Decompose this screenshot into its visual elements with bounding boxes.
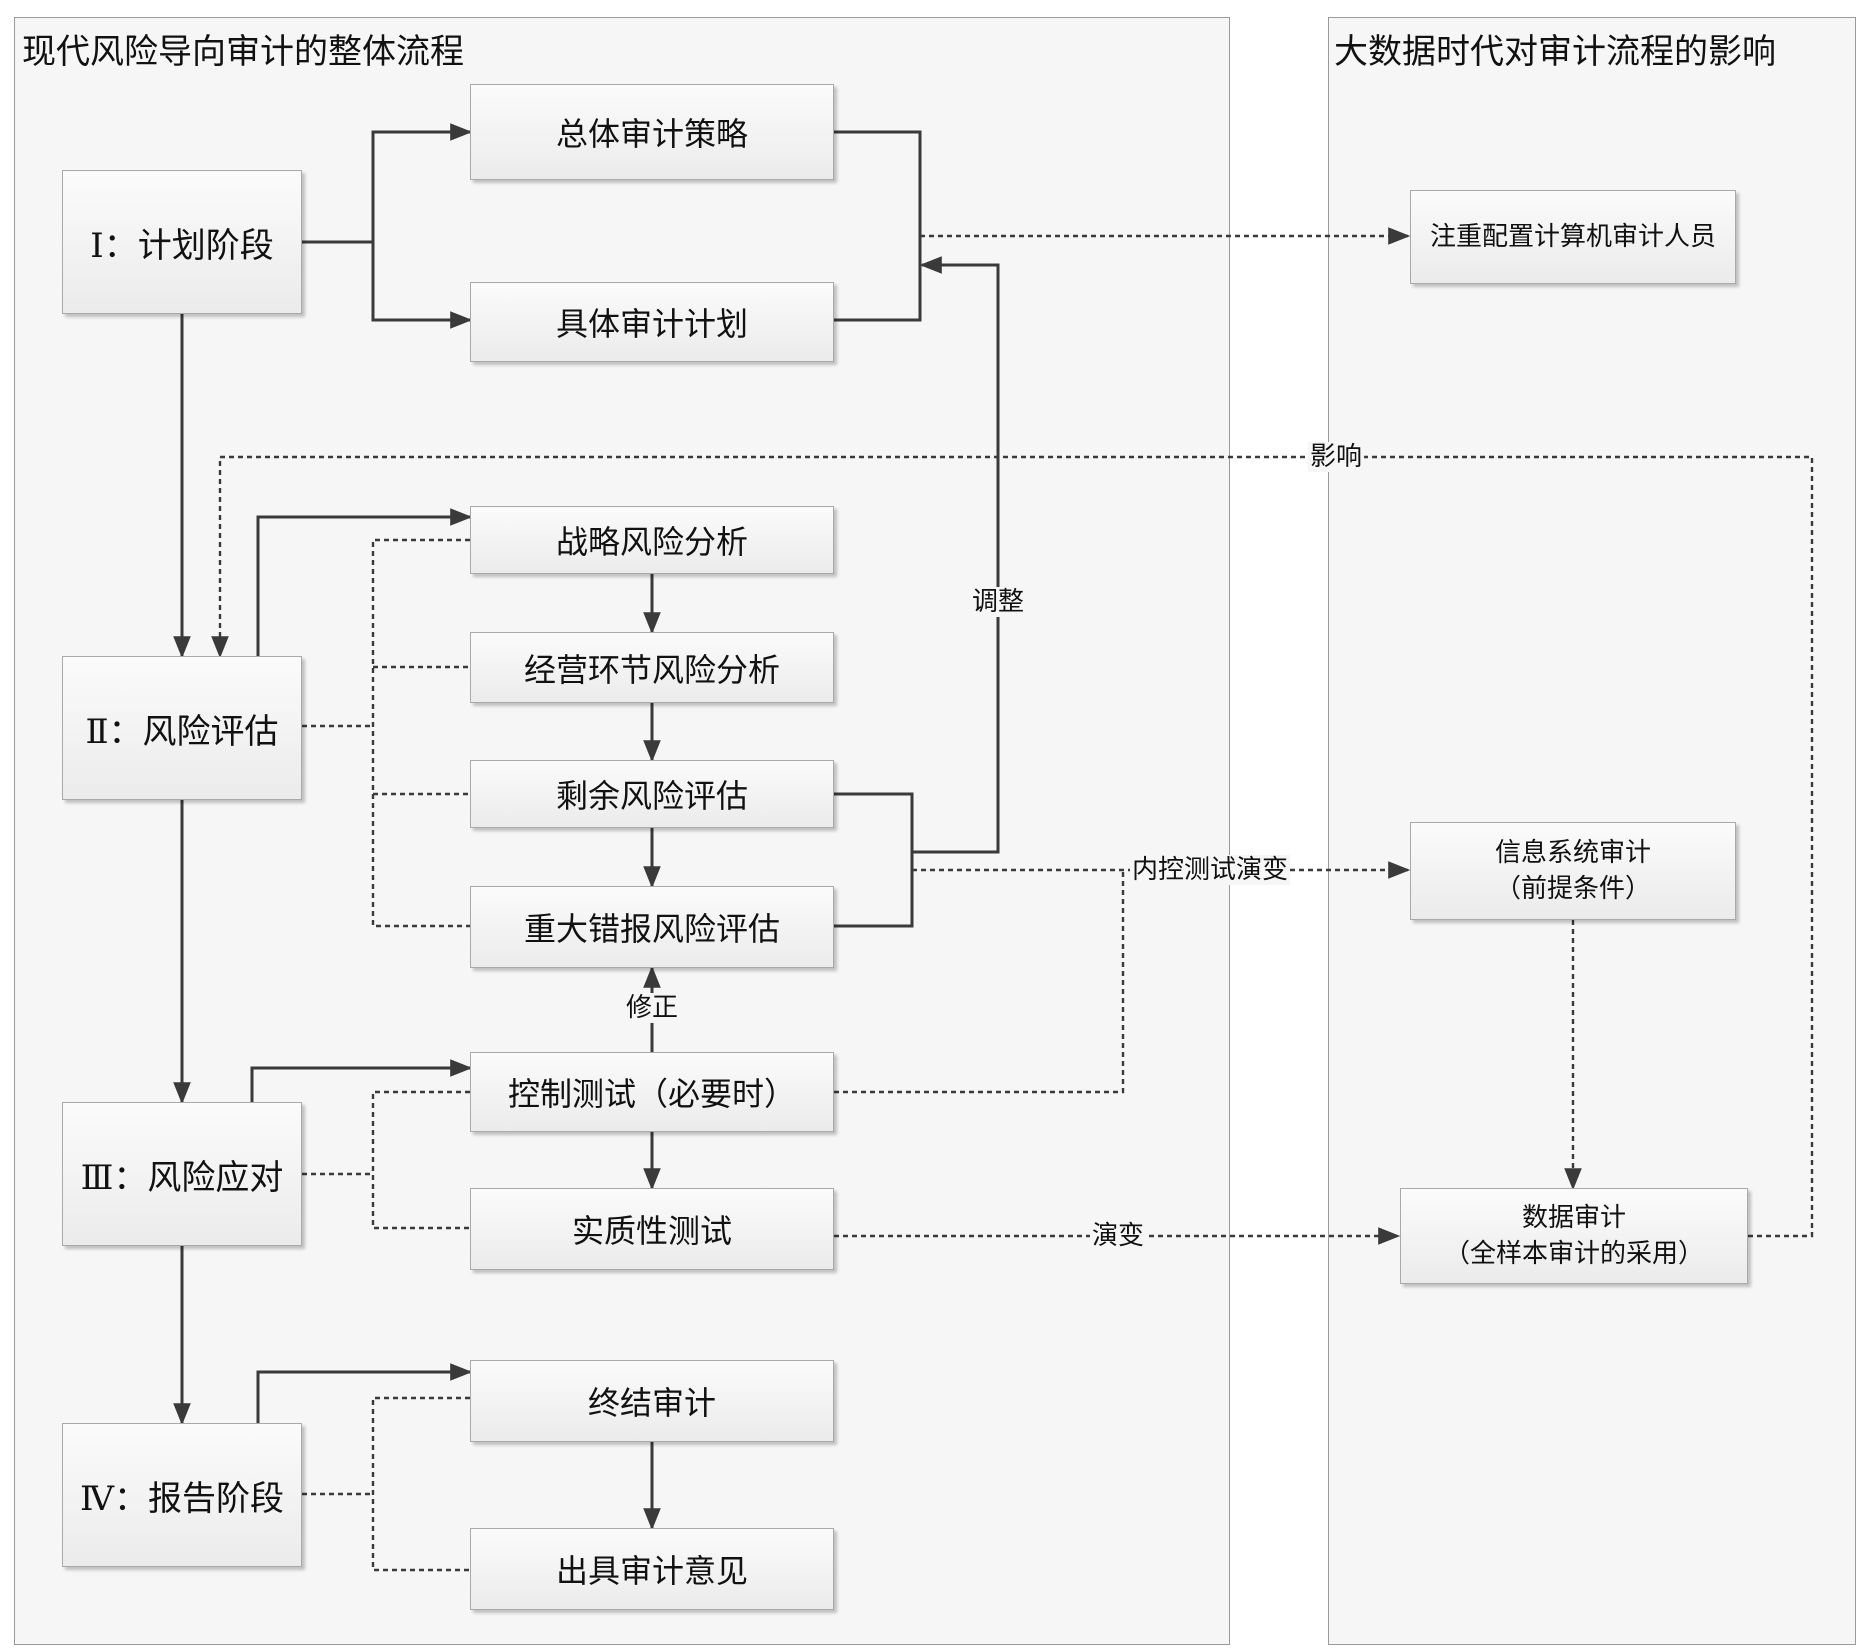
link-to-completion	[256, 1363, 473, 1423]
impact-is-audit-line2: （前提条件）	[1494, 874, 1651, 904]
step-substantive-test[interactable]: 实质性测试	[470, 1188, 834, 1270]
dotted-stage4-bracket	[371, 1396, 470, 1572]
stage-planning-label: Ⅰ：计划阶段	[90, 225, 274, 266]
step-opinion[interactable]: 出具审计意见	[470, 1528, 834, 1610]
edge-label-ic-evolution: 内控测试演变	[1129, 855, 1291, 885]
step-strategic-risk-label: 战略风险分析	[555, 523, 748, 561]
step-material-misstatement[interactable]: 重大错报风险评估	[470, 886, 834, 968]
step-opinion-label: 出具审计意见	[555, 1552, 748, 1590]
step-material-misstatement-label: 重大错报风险评估	[523, 910, 780, 948]
impact-computer-staff-label: 注重配置计算机审计人员	[1429, 222, 1716, 252]
impact-data-audit-line2: （全样本审计的采用）	[1443, 1239, 1704, 1269]
stage-risk-assessment-label: Ⅱ：风险评估	[85, 711, 279, 752]
impact-computer-staff[interactable]: 注重配置计算机审计人员	[1410, 190, 1736, 284]
step-residual-risk[interactable]: 剩余风险评估	[470, 760, 834, 828]
link-to-overall-strategy	[371, 123, 473, 242]
stage-planning[interactable]: Ⅰ：计划阶段	[62, 170, 302, 314]
link-to-control-test	[250, 1059, 473, 1102]
step-operating-risk[interactable]: 经营环节风险分析	[470, 632, 834, 703]
stage-risk-response-label: Ⅲ：风险应对	[80, 1157, 284, 1198]
step-substantive-test-label: 实质性测试	[571, 1212, 732, 1250]
step-specific-plan[interactable]: 具体审计计划	[470, 282, 834, 362]
step-overall-strategy-label: 总体审计策略	[555, 115, 748, 153]
bracket-planning-outputs	[834, 130, 922, 322]
link-adjust-feedback	[912, 256, 1000, 854]
link-to-strategic-risk	[256, 508, 473, 656]
edge-label-revise: 修正	[623, 993, 681, 1023]
right-panel-title: 大数据时代对审计流程的影响	[1334, 32, 1776, 72]
edge-label-adjust: 调整	[969, 587, 1027, 617]
edge-label-evolution: 演变	[1089, 1221, 1147, 1251]
link-to-specific-plan	[371, 242, 473, 329]
step-completion[interactable]: 终结审计	[470, 1360, 834, 1442]
left-panel-title: 现代风险导向审计的整体流程	[22, 32, 464, 72]
step-control-test[interactable]: 控制测试（必要时）	[470, 1052, 834, 1132]
stage-reporting[interactable]: Ⅳ：报告阶段	[62, 1423, 302, 1567]
stage-risk-assessment[interactable]: Ⅱ：风险评估	[62, 656, 302, 800]
step-specific-plan-label: 具体审计计划	[555, 305, 748, 343]
dotted-stage2-bracket	[371, 538, 470, 928]
edge-label-influence: 影响	[1307, 442, 1365, 472]
stage-reporting-label: Ⅳ：报告阶段	[80, 1478, 284, 1519]
step-control-test-label: 控制测试（必要时）	[507, 1075, 796, 1113]
impact-is-audit[interactable]: 信息系统审计 （前提条件）	[1410, 822, 1736, 920]
step-operating-risk-label: 经营环节风险分析	[523, 650, 780, 689]
impact-data-audit-line1: 数据审计	[1521, 1203, 1626, 1233]
step-residual-risk-label: 剩余风险评估	[555, 777, 748, 815]
step-overall-strategy[interactable]: 总体审计策略	[470, 84, 834, 180]
dotted-control-to-ic-line	[834, 870, 1125, 1094]
dotted-stage3-bracket	[371, 1090, 470, 1230]
stage-risk-response[interactable]: Ⅲ：风险应对	[62, 1102, 302, 1246]
bracket-risk-outputs	[834, 792, 914, 928]
impact-is-audit-line1: 信息系统审计	[1494, 838, 1651, 868]
impact-data-audit[interactable]: 数据审计 （全样本审计的采用）	[1400, 1188, 1748, 1284]
step-strategic-risk[interactable]: 战略风险分析	[470, 506, 834, 574]
step-completion-label: 终结审计	[587, 1384, 716, 1422]
